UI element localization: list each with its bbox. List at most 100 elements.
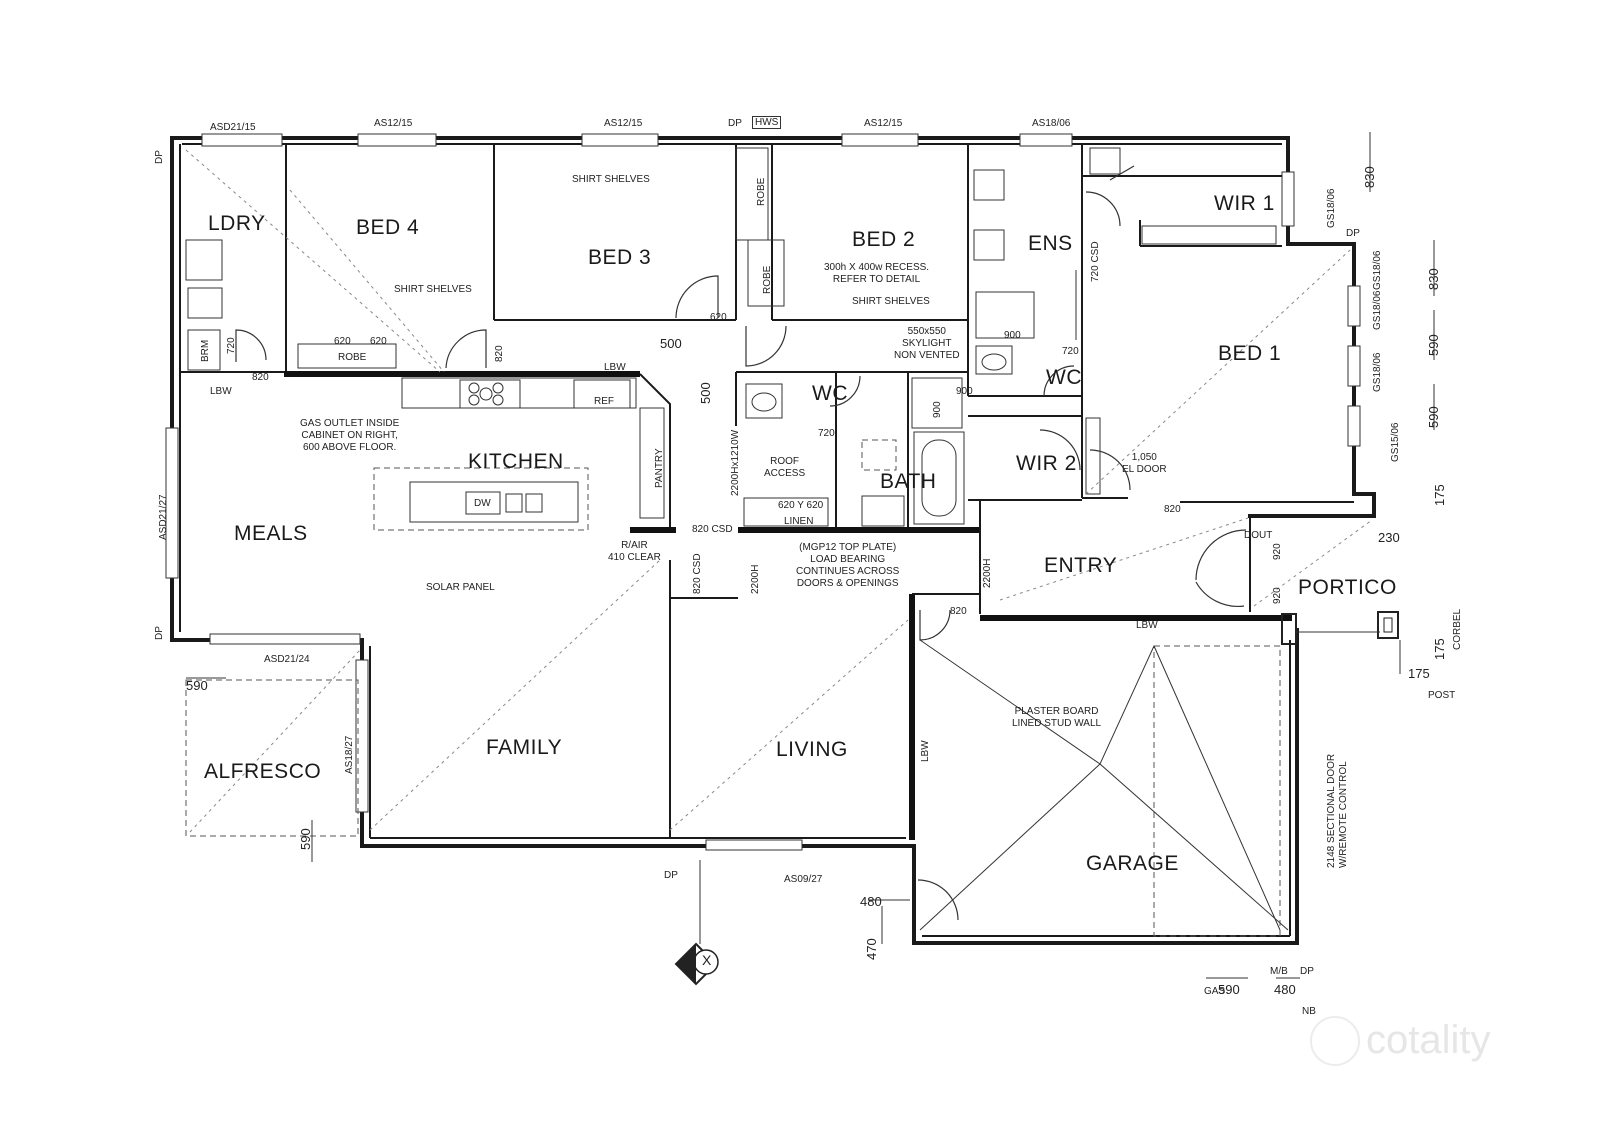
bath-tub bbox=[913, 431, 965, 525]
tag-dp-right: DP bbox=[1346, 228, 1360, 239]
watermark: cotality bbox=[1366, 1018, 1491, 1062]
door-wc1 bbox=[829, 375, 861, 407]
window-ldry bbox=[201, 133, 283, 147]
note-roof-access: ROOF ACCESS bbox=[764, 456, 806, 479]
ens-toilet-bowl bbox=[981, 353, 1007, 371]
post-portico bbox=[1377, 611, 1399, 639]
dim-2200c: 2200H bbox=[982, 558, 993, 588]
note-pantry: PANTRY bbox=[654, 448, 665, 488]
dim-500b: 500 bbox=[698, 382, 713, 404]
dim-720-b: 720 bbox=[818, 428, 835, 439]
bath-vanity bbox=[861, 495, 905, 527]
ens-basin-2 bbox=[973, 229, 1005, 261]
wc-toilet-bowl bbox=[751, 392, 777, 412]
note-dout: DOUT bbox=[1244, 530, 1273, 541]
dim-590-alf: 590 bbox=[186, 678, 208, 693]
door-entry-a bbox=[1195, 529, 1247, 581]
window-meals bbox=[165, 427, 179, 579]
garage-roof-5 bbox=[1153, 645, 1281, 931]
garage-door-outline bbox=[1153, 645, 1281, 937]
section-arrow bbox=[676, 944, 696, 984]
dim-830-mid: 830 bbox=[1426, 268, 1441, 290]
dim-900-a: 900 bbox=[956, 386, 973, 397]
room-ens: ENS bbox=[1028, 232, 1073, 255]
tag-as1215-b: AS12/15 bbox=[604, 118, 643, 129]
fridge-space bbox=[573, 379, 631, 409]
tag-as1215-c: AS12/15 bbox=[864, 118, 903, 129]
tag-as0927: AS09/27 bbox=[784, 874, 823, 885]
window-alfresco bbox=[209, 633, 361, 645]
dishwasher bbox=[465, 491, 501, 515]
tag-nb: NB bbox=[1302, 1006, 1316, 1017]
section-label: X bbox=[702, 952, 712, 968]
dim-500: 500 bbox=[660, 336, 682, 351]
note-top-plate: (MGP12 TOP PLATE) LOAD BEARING CONTINUES… bbox=[796, 542, 900, 589]
diag-ldry-bed4 bbox=[185, 149, 441, 373]
room-bed2: BED 2 bbox=[852, 228, 916, 251]
kitchen-island-bulkhead bbox=[373, 467, 589, 531]
tag-gs1806-c: GS18/06 bbox=[1372, 352, 1383, 392]
door-garage-entry bbox=[919, 609, 951, 641]
section-marker bbox=[674, 860, 719, 986]
note-shirt-shelves-bed3: SHIRT SHELVES bbox=[572, 174, 650, 185]
note-brm: BRM bbox=[200, 339, 211, 362]
garage-roof-3 bbox=[919, 639, 1101, 765]
window-ens bbox=[1019, 133, 1073, 147]
note-gas-outlet: GAS OUTLET INSIDE CABINET ON RIGHT, 600 … bbox=[300, 418, 400, 453]
ens-toilet bbox=[975, 345, 1013, 375]
window-bed3 bbox=[581, 133, 659, 147]
cooktop bbox=[459, 379, 521, 409]
tag-dp-top: DP bbox=[728, 118, 742, 129]
bath-shower bbox=[911, 377, 963, 429]
room-bath: BATH bbox=[880, 470, 937, 493]
diag-entry bbox=[999, 517, 1249, 601]
door-entry-b bbox=[1195, 581, 1245, 607]
window-bed1-c bbox=[1347, 405, 1361, 447]
linen-cupboard bbox=[743, 497, 829, 527]
dim-820-b: 820 bbox=[494, 345, 505, 362]
dim-175-a: 175 bbox=[1432, 484, 1447, 506]
room-bed3: BED 3 bbox=[588, 246, 652, 269]
internal-walls bbox=[180, 144, 1399, 840]
tag-gs1506: GS15/06 bbox=[1390, 422, 1401, 462]
dim-620-a: 620 bbox=[334, 336, 351, 347]
tag-asd2115: ASD21/15 bbox=[210, 122, 256, 133]
note-shirt-shelves-bed4: SHIRT SHELVES bbox=[394, 284, 472, 295]
dim-2200: 2200Hx1210W bbox=[730, 429, 741, 496]
bath-tub-inner bbox=[921, 439, 957, 517]
room-bed1: BED 1 bbox=[1218, 342, 1282, 365]
door-bed2 bbox=[745, 325, 787, 367]
note-rair: R/AIR 410 CLEAR bbox=[608, 540, 661, 563]
note-robe-bed4: ROBE bbox=[338, 352, 367, 363]
garage-roof-4 bbox=[1099, 645, 1155, 765]
dim-820-csd: 820 CSD bbox=[692, 524, 733, 535]
note-robe-bed3: ROBE bbox=[756, 177, 767, 206]
kitchen-island bbox=[409, 481, 579, 523]
tag-as1806: AS18/06 bbox=[1032, 118, 1071, 129]
dim-720-c: 720 bbox=[1062, 346, 1079, 357]
tag-hws: HWS bbox=[752, 116, 782, 129]
laundry-tub-top bbox=[185, 239, 223, 281]
sink-b bbox=[525, 493, 543, 513]
burner-2 bbox=[492, 382, 504, 394]
dim-590-r1: 590 bbox=[1426, 334, 1441, 356]
note-skylight: 550x550 SKYLIGHT NON VENTED bbox=[894, 326, 960, 361]
diag-living bbox=[669, 619, 909, 831]
post-garage bbox=[1281, 613, 1297, 645]
post-portico-inner bbox=[1383, 617, 1393, 633]
burner-3 bbox=[468, 394, 480, 406]
west-south-wall bbox=[170, 136, 1299, 945]
door-bed4 bbox=[445, 329, 487, 369]
window-bed1-a bbox=[1347, 285, 1361, 327]
wir1-shelf-b bbox=[1089, 147, 1121, 175]
diag-portico bbox=[1253, 519, 1373, 607]
note-robe-bed2: ROBE bbox=[762, 265, 773, 294]
tag-dp-bottom: DP bbox=[664, 870, 678, 881]
dimension-lines bbox=[186, 132, 1435, 979]
door-wir2 bbox=[1039, 429, 1081, 471]
dim-900-b: 900 bbox=[932, 401, 943, 418]
dim-920: 920 bbox=[1272, 543, 1283, 560]
diag-family bbox=[369, 559, 661, 831]
door-garage-side bbox=[917, 879, 959, 921]
room-alfresco: ALFRESCO bbox=[204, 760, 322, 783]
